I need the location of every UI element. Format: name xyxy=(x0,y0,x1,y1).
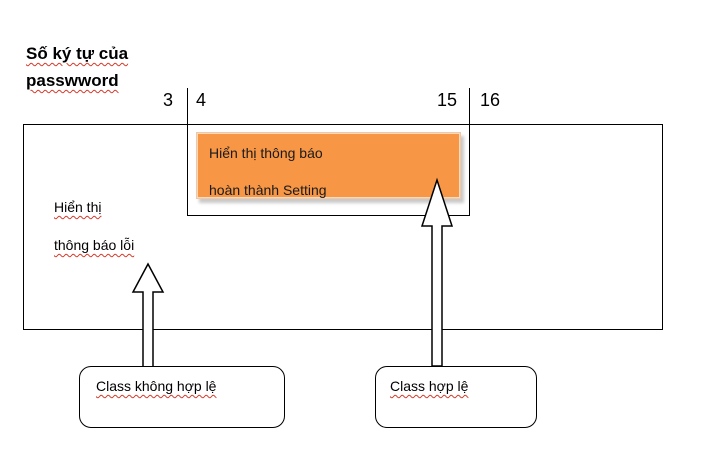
diagram-title: Số ký tự của passwword xyxy=(26,40,128,94)
valid-range-bottom-line xyxy=(187,215,470,216)
invalid-output-line-1: Hiển thị xyxy=(54,199,102,215)
boundary-label-4: 4 xyxy=(196,90,207,110)
arrow-up-invalid-icon xyxy=(131,262,165,371)
invalid-output-line-2: thông báo lỗi xyxy=(54,237,135,253)
input-domain-box xyxy=(23,124,663,330)
arrow-up-valid-icon xyxy=(420,177,454,367)
boundary-line-left xyxy=(187,88,188,216)
valid-output-line-1: Hiển thị thông báo xyxy=(209,145,323,161)
boundary-label-16: 16 xyxy=(480,90,501,110)
invalid-class-text: Class không hợp lệ xyxy=(96,378,217,394)
boundary-label-15: 15 xyxy=(437,90,458,110)
title-line-2: passwword xyxy=(26,71,119,90)
valid-class-box xyxy=(375,366,537,428)
valid-class-text: Class hợp lệ xyxy=(390,378,469,394)
title-line-1: Số ký tự của xyxy=(26,44,129,63)
boundary-line-right xyxy=(469,88,470,216)
boundary-label-3: 3 xyxy=(163,90,174,110)
valid-output-panel xyxy=(196,132,461,199)
invalid-class-label: Class không hợp lệ xyxy=(96,376,216,396)
invalid-class-box xyxy=(79,366,285,428)
valid-output-line-2: hoàn thành Setting xyxy=(209,182,327,198)
valid-class-label: Class hợp lệ xyxy=(390,376,468,396)
